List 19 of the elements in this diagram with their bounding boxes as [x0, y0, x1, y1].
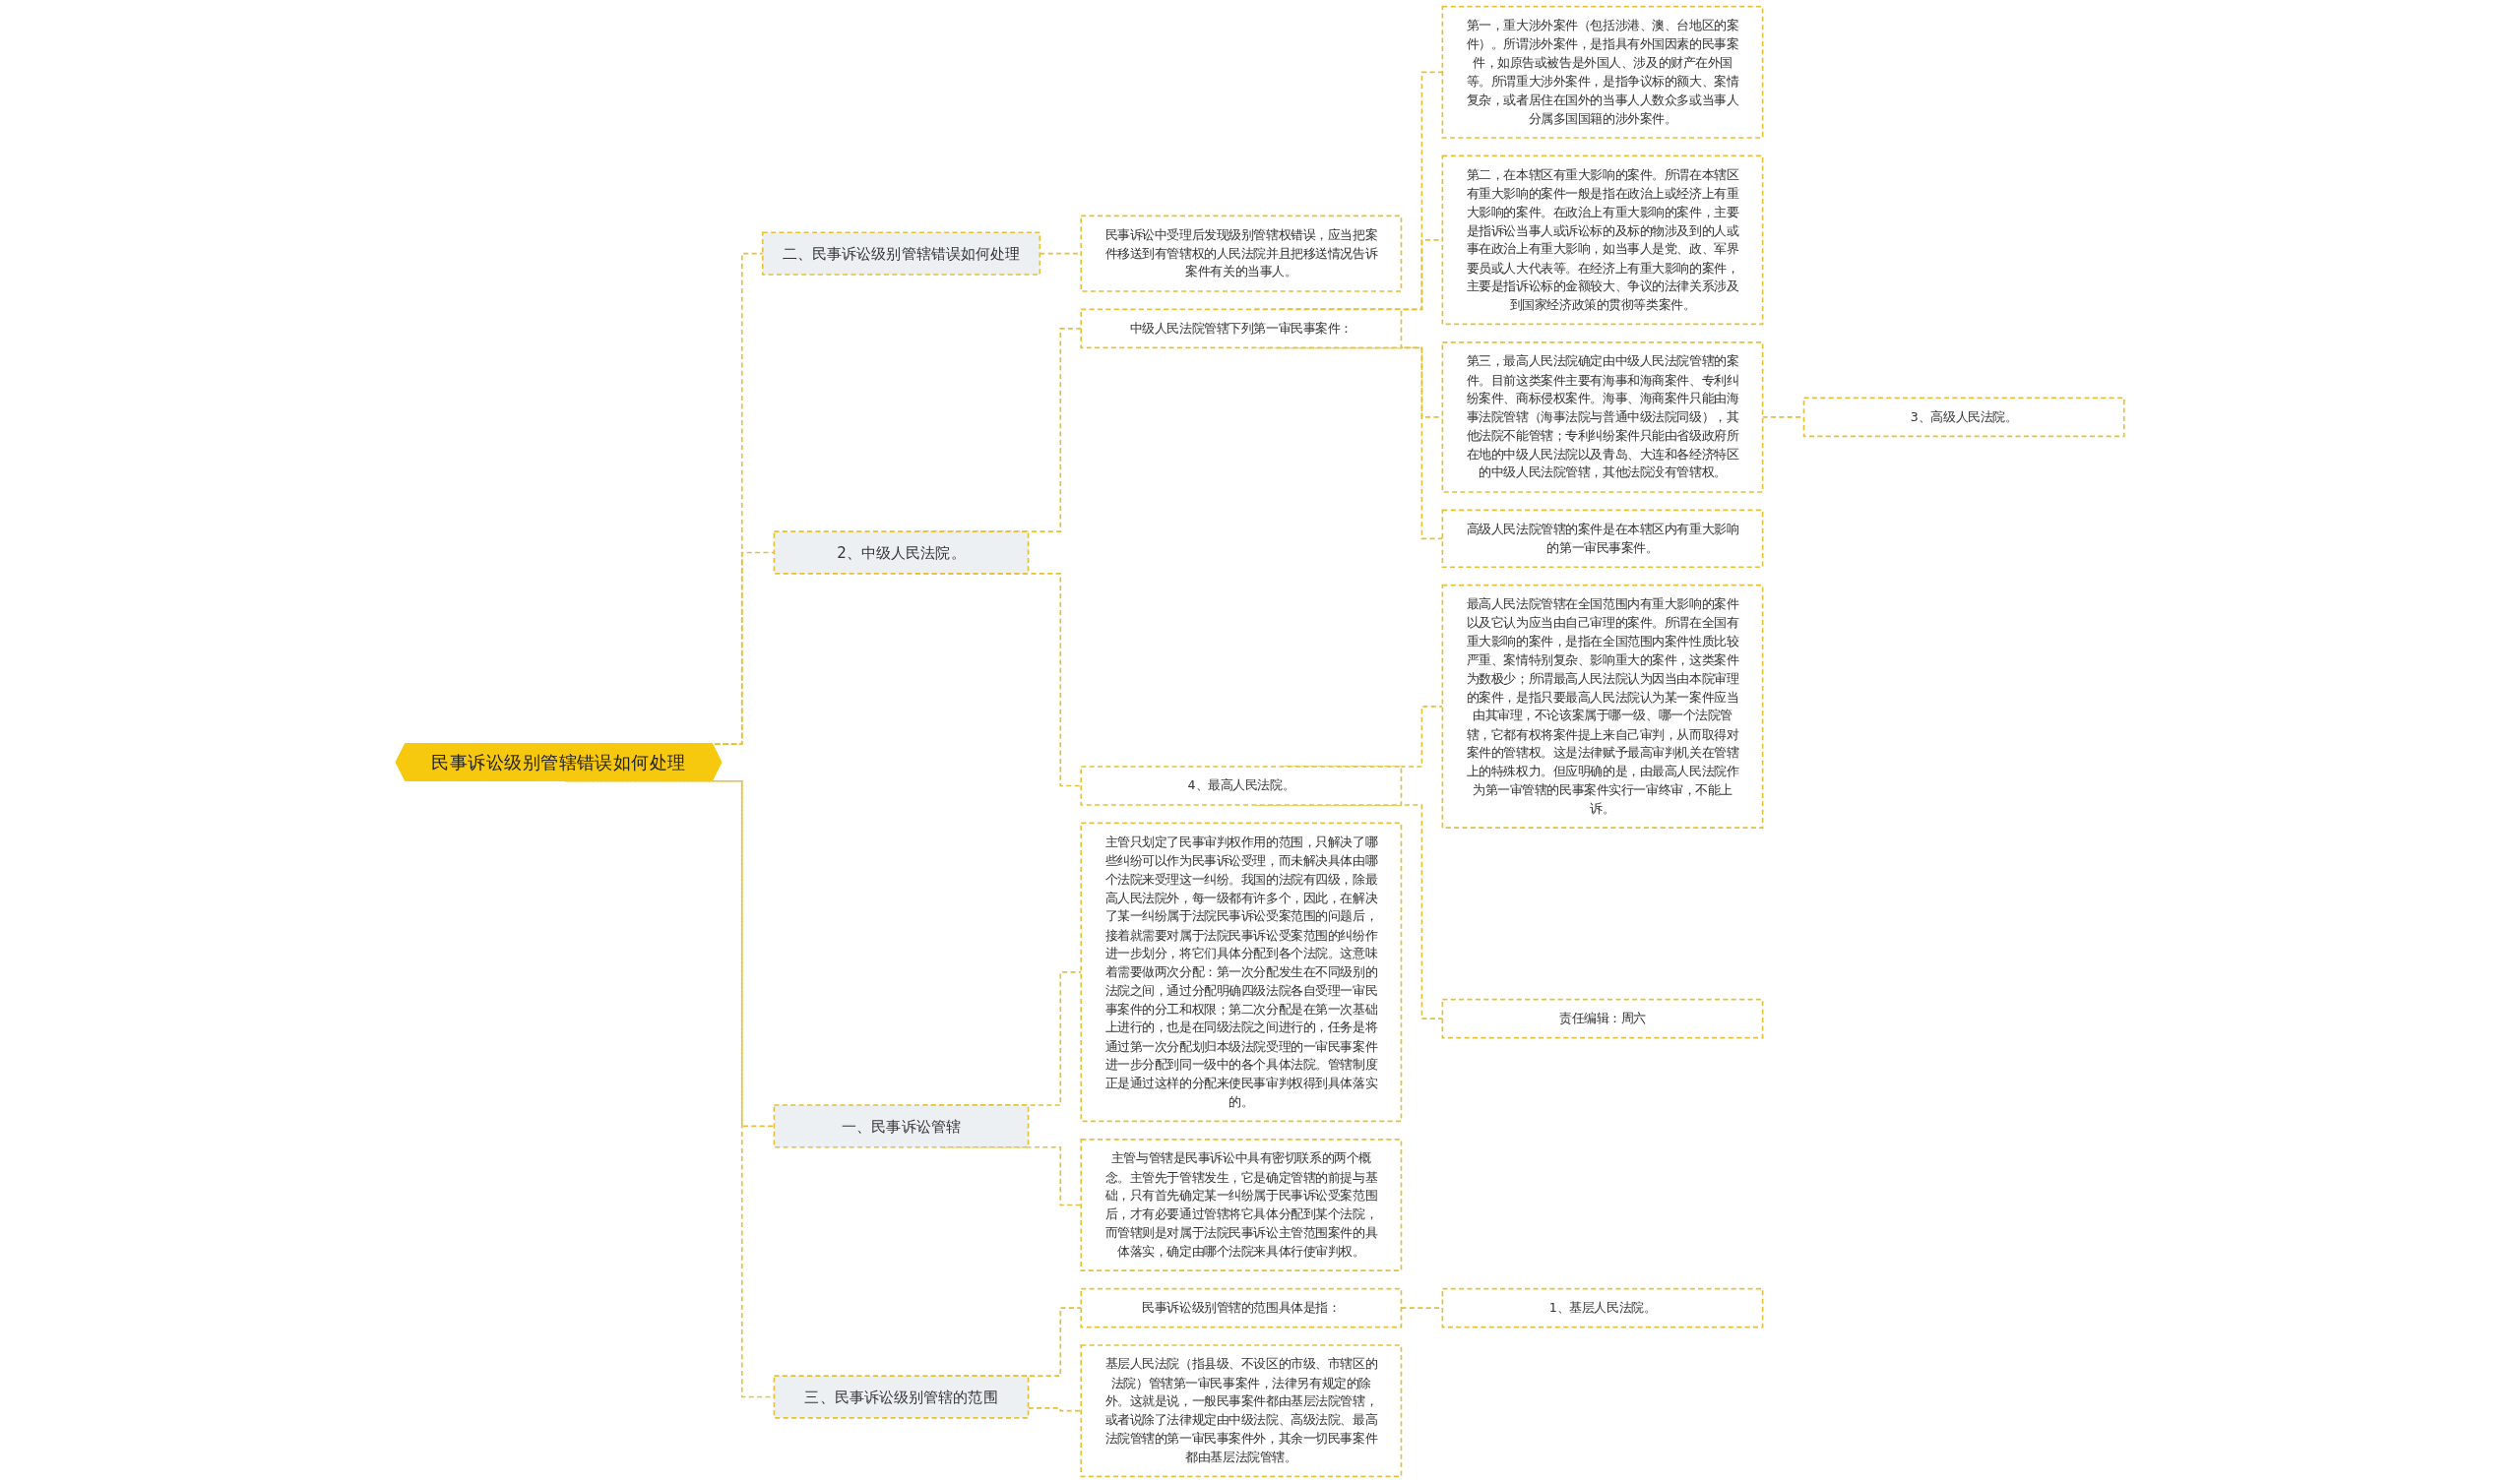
node-box: 1、基层人民法院。 [1441, 1287, 1764, 1329]
node-box: 民事诉讼中受理后发现级别管辖权错误，应当把案件移送到有管辖权的人民法院并且把移送情况告诉案件有关的当事人。 [1080, 215, 1403, 292]
node-box: 第一，重大涉外案件（包括涉港、澳、台地区的案件）。所谓涉外案件，是指具有外国因素的民事案件，如原告或被告是外国人、涉及的财产在外国等。所谓重大涉外案件，是指争议标的额大、案情复杂，或者居住在国外的当事人人数众多或当事人分属多国国籍的涉外案件。 [1441, 5, 1764, 139]
node-box: 民事诉讼级别管辖的范围具体是指： [1080, 1287, 1403, 1329]
node-box: 责任编辑：周六 [1441, 998, 1764, 1039]
node-box: 高级人民法院管辖的案件是在本辖区内有重大影响的第一审民事案件。 [1441, 509, 1764, 569]
node-box: 最高人民法院管辖在全国范围内有重大影响的案件以及它认为应当由自己审理的案件。所谓在全国有重大影响的案件，是指在全国范围内案件性质比较严重、案情特别复杂、影响重大的案件，这类案件为数极少；所谓最高人民法院认为因当由本院审理的案件，是指只要最高人民法院认为某一案件应当由其审理，不论该案属于哪一级、哪一个法院管辖，它都有权将案件提上来自己审判，从而取得对案件的管辖权。这是法律赋予最高审判机关在管辖上的特殊权力。但应明确的是，由最高人民法院作为第一审管辖的民事案件实行一审终审，不能上诉。 [1441, 584, 1764, 829]
node-box: 二、民事诉讼级别管辖错误如何处理 [761, 231, 1041, 276]
node-box: 主管只划定了民事审判权作用的范围，只解决了哪些纠纷可以作为民事诉讼受理，而未解决具体由哪个法院来受理这一纠纷。我国的法院有四级，除最高人民法院外，每一级都有许多个，因此，在解决了某一纠纷属于法院民事诉讼受案范围的问题后，接着就需要对属于法院民事诉讼受案范围的纠纷作进一步划分，将它们具体分配到各个法院。这意味着需要做两次分配：第一次分配发生在不同级别的法院之间，通过分配明确四级法院各自受理一审民事案件的分工和权限；第二次分配是在第一次基础上进行的，也是在同级法院之间进行的，任务是将通过第一次分配划归本级法院受理的一审民事案件进一步分配到同一级中的各个具体法院。管辖制度正是通过这样的分配来使民事审判权得到具体落实的。 [1080, 822, 1403, 1123]
node-box: 基层人民法院（指县级、不设区的市级、市辖区的法院）管辖第一审民事案件，法律另有规定的除外。这就是说，一般民事案件都由基层法院管辖，或者说除了法律规定由中级法院、高级法院、最高法院管辖的第一审民事案件外，其余一切民事案件都由基层法院管辖。 [1080, 1344, 1403, 1478]
node-box: 3、高级人民法院。 [1802, 397, 2125, 438]
node-box: 主管与管辖是民事诉讼中具有密切联系的两个概念。主管先于管辖发生，它是确定管辖的前提与基础，只有首先确定某一纠纷属于民事诉讼受案范围后，才有必要通过管辖将它具体分配到某个法院，而管辖则是对属于法院民事诉讼主管范围案件的具体落实，确定由哪个法院来具体行使审判权。 [1080, 1139, 1403, 1271]
node-box: 2、中级人民法院。 [773, 530, 1030, 575]
node-box: 中级人民法院管辖下列第一审民事案件： [1080, 308, 1403, 349]
node-box: 第二，在本辖区有重大影响的案件。所谓在本辖区有重大影响的案件一般是指在政治上或经济上有重大影响的案件。在政治上有重大影响的案件，主要是指诉讼当事人或诉讼标的及标的物涉及到的人或事在政治上有重大影响，如当事人是党、政、军界要员或人大代表等。在经济上有重大影响的案件，主要是指诉讼标的金额较大、争议的法律关系涉及到国家经济政策的贯彻等类案件。 [1441, 154, 1764, 326]
node-box: 4、最高人民法院。 [1080, 766, 1403, 806]
node-box: 一、民事诉讼管辖 [773, 1104, 1030, 1148]
node-box: 三、民事诉讼级别管辖的范围 [773, 1375, 1030, 1419]
node-box: 第三，最高人民法院确定由中级人民法院管辖的案件。目前这类案件主要有海事和海商案件、专利纠纷案件、商标侵权案件。海事、海商案件只能由海事法院管辖（海事法院与普通中级法院同级），其他法院不能管辖；专利纠纷案件只能由省级政府所在地的中级人民法院以及青岛、大连和各经济特区的中级人民法院管辖，其他法院没有管辖权。 [1441, 341, 1764, 493]
